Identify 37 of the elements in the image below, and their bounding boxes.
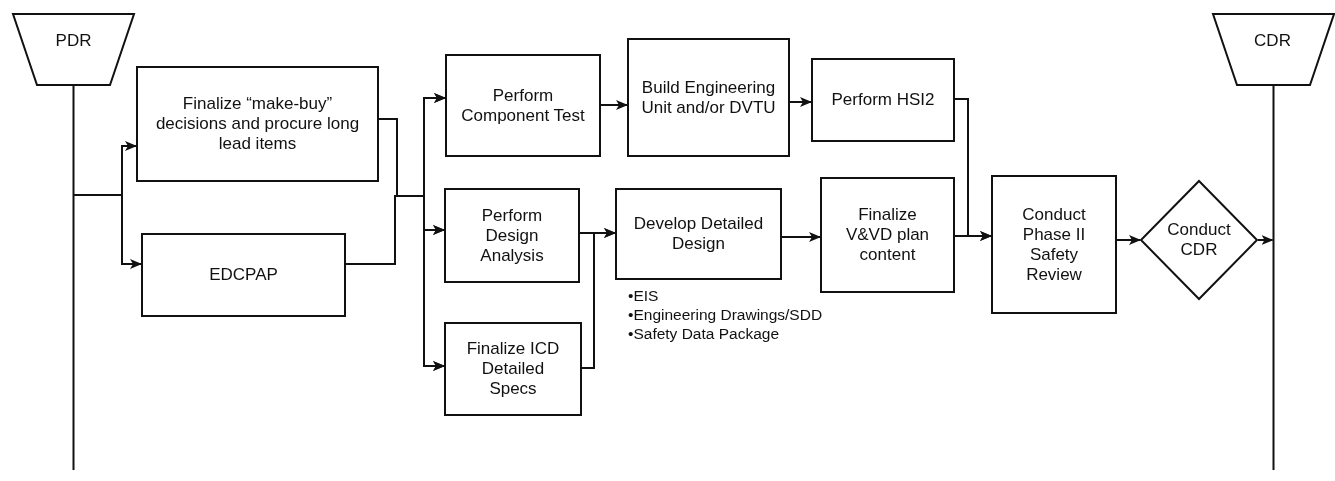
arrow [954, 231, 992, 241]
process-box [445, 54, 601, 157]
arrow [781, 232, 821, 242]
node-label: Finalize V&VD plan content [844, 205, 931, 265]
node-label: Perform Component Test [460, 85, 586, 126]
arrow [789, 97, 812, 107]
process-box [136, 66, 379, 182]
arrow [1116, 235, 1141, 245]
node-label: Perform Design Analysis [479, 205, 545, 266]
node-label: Perform HSI2 [831, 90, 935, 110]
node-label: EDCPAP [209, 265, 278, 285]
bullet-item: •Safety Data Package [628, 324, 781, 343]
process-box [820, 177, 955, 293]
arrow [600, 100, 628, 110]
arrow [581, 228, 616, 369]
process-box [444, 322, 582, 416]
process-box [811, 58, 955, 142]
node-label: Conduct CDR [1166, 220, 1232, 260]
process-box [615, 188, 782, 280]
process-box [444, 188, 580, 283]
node-label: PDR [55, 31, 92, 51]
decision-diamond [1140, 180, 1258, 300]
process-box [991, 175, 1117, 314]
arrow [72, 194, 142, 269]
node-label: Develop Detailed Design [632, 214, 765, 254]
arrow [1257, 235, 1274, 245]
node-label: Finalize ICD Detailed Specs [465, 339, 561, 399]
node-label: Finalize “make-buy” decisions and procure long lead items [154, 94, 361, 154]
node-label: Conduct Phase II Safety Review [1021, 204, 1087, 285]
node-label: Build Engineering Unit and/or DVTU [641, 77, 776, 118]
node-label: CDR [1254, 31, 1291, 51]
milestone-marker [12, 13, 135, 470]
bullet-item: •EIS [628, 286, 660, 305]
process-box [141, 233, 346, 317]
bullet-item: •Engineering Drawings/SDD [628, 305, 823, 324]
process-box [627, 38, 790, 157]
arrow [345, 195, 445, 371]
